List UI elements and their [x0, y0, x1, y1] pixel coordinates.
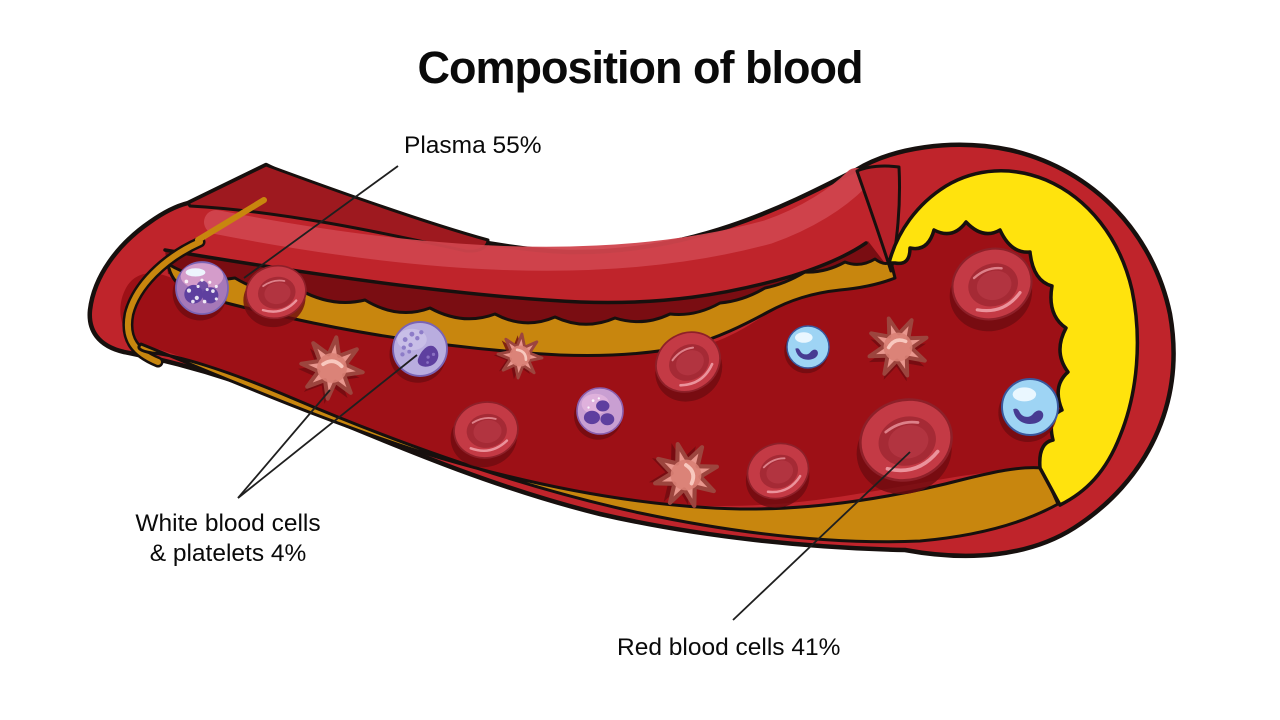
- yellow-lining: [887, 169, 1140, 507]
- lower-gold-band: [137, 342, 1060, 544]
- leader-lines: [237, 165, 911, 621]
- leader-line-rbc: [732, 451, 911, 621]
- label-plasma: Plasma 55%: [404, 132, 542, 159]
- vessel: [87, 142, 1176, 559]
- tip-gold-arc: [124, 239, 203, 365]
- leader-line-wbc-cell: [237, 354, 418, 499]
- label-red-blood-cells: Red blood cells 41%: [617, 634, 841, 661]
- page-title: Composition of blood: [417, 42, 864, 93]
- label-white-blood-cells-line2: & platelets 4%: [149, 540, 307, 567]
- label-white-blood-cells: White blood cells & platelets 4%: [96, 509, 360, 569]
- wall-inner-edge: [163, 241, 868, 305]
- wall-cut-end: [855, 164, 902, 273]
- label-white-blood-cells-line1: White blood cells: [135, 510, 321, 537]
- leader-line-wbc-platelet: [237, 389, 331, 499]
- leader-line-plasma: [243, 165, 399, 279]
- cut-gold-sliver: [195, 197, 267, 243]
- wall-highlight: [204, 168, 868, 271]
